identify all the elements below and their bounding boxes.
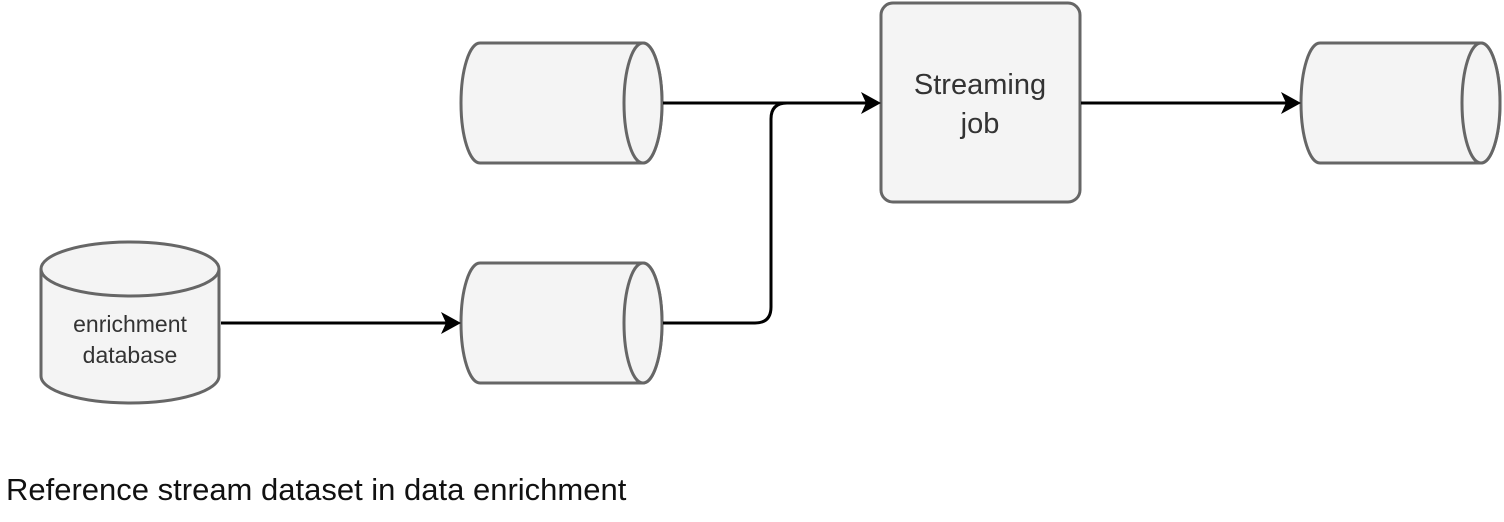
edge-lower-queue-to-streaming-job xyxy=(663,92,881,325)
streaming-job-node: Streaming job xyxy=(879,1,1082,204)
enrichment-database-label-line2: database xyxy=(83,342,178,368)
edge-database-to-lower-queue xyxy=(221,312,461,334)
top-queue-node xyxy=(459,41,664,165)
edge-streaming-job-to-output-queue xyxy=(1081,92,1301,114)
lower-queue-node xyxy=(459,261,664,385)
output-queue-node xyxy=(1299,41,1502,165)
enrichment-database-label-line1: enrichment xyxy=(73,311,187,337)
streaming-job-label-line2: job xyxy=(960,108,1000,140)
enrichment-database-node: enrichment database xyxy=(39,240,221,405)
streaming-job-label-line1: Streaming xyxy=(914,69,1046,101)
diagram-caption: Reference stream dataset in data enrichm… xyxy=(6,472,627,507)
